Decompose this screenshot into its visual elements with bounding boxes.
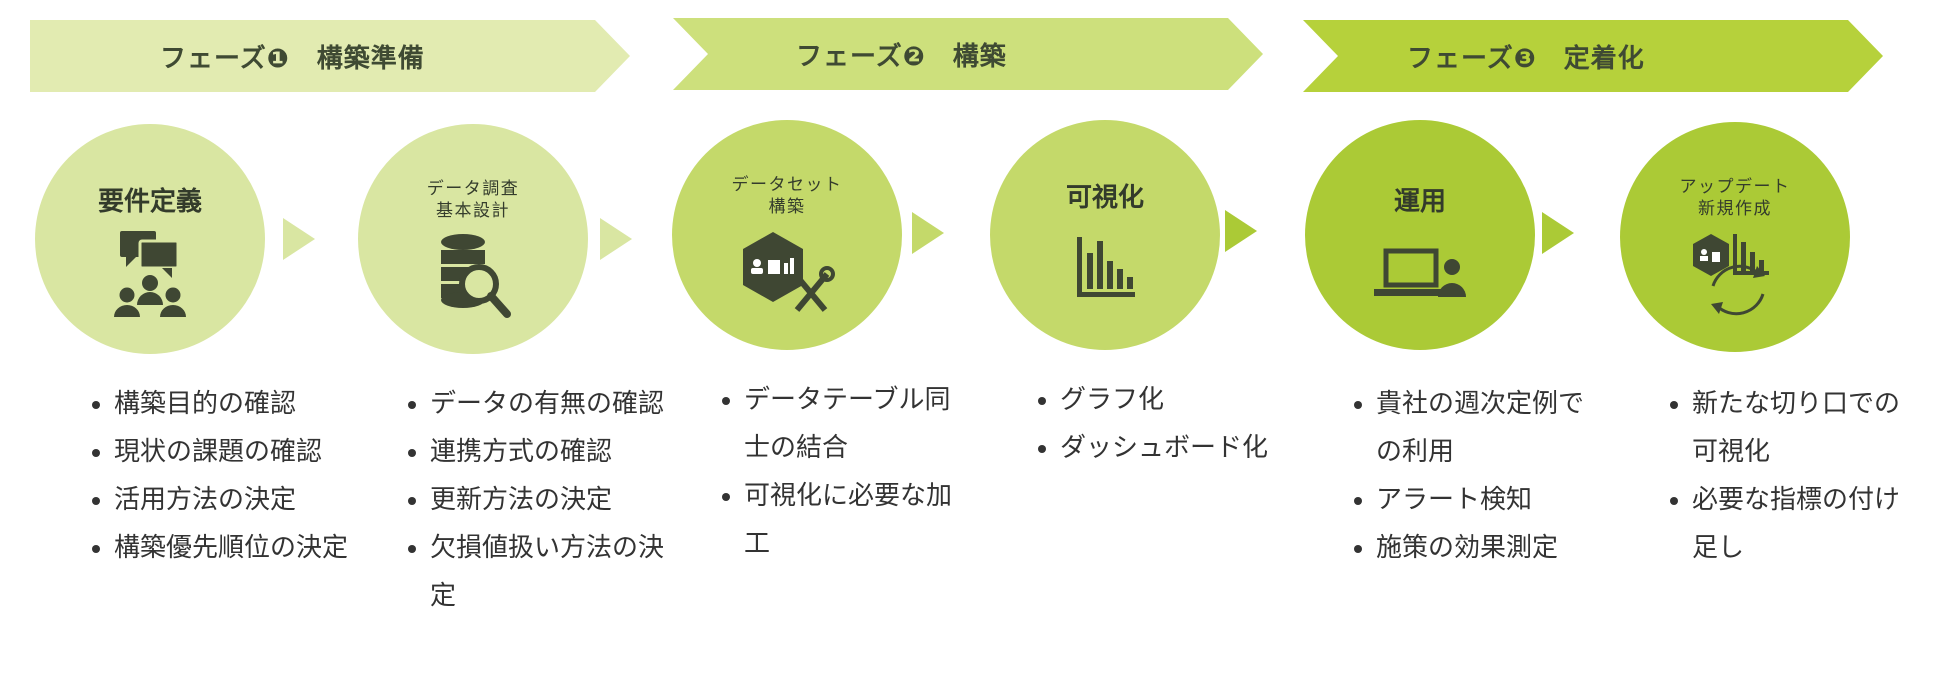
list-item: 施策の効果測定 (1376, 524, 1606, 572)
phase-label-3: フェーズ❸ 定着化 (1407, 43, 1645, 74)
list-item: データテーブル同士の結合 (744, 376, 974, 472)
laptop-user-icon (1372, 247, 1468, 303)
step-arrow-3 (912, 212, 944, 254)
phase-banner-1-shape (30, 20, 630, 92)
list-item: グラフ化 (1060, 376, 1290, 424)
hexagon-tools-icon (737, 230, 837, 316)
step-arrow-5 (1542, 212, 1574, 254)
bullet-list-requirements: 構築目的の確認 現状の課題の確認 活用方法の決定 構築優先順位の決定 (84, 380, 354, 572)
phase-banner-1: フェーズ❶ 構築準備 (30, 20, 630, 92)
step-title: データセット 構築 (731, 175, 843, 218)
step-title: 可視化 (1065, 183, 1144, 213)
list-item: 現状の課題の確認 (114, 428, 354, 476)
step-title: データ調査 基本設計 (426, 179, 520, 222)
bullet-list-dataset-build: データテーブル同士の結合 可視化に必要な加工 (714, 376, 974, 568)
list-item: 欠損値扱い方法の決定 (430, 524, 670, 620)
list-item: 可視化に必要な加工 (744, 472, 974, 568)
list-item: 構築優先順位の決定 (114, 524, 354, 572)
phase-banner-2-shape (673, 18, 1263, 90)
list-item: 必要な指標の付け足し (1692, 476, 1922, 572)
step-arrow-2 (600, 218, 632, 260)
step-circle-update: アップデート 新規作成 (1620, 122, 1850, 352)
step-title: 要件定義 (97, 187, 202, 217)
phase-label-1: フェーズ❶ 構築準備 (160, 43, 425, 74)
step-circle-requirements: 要件定義 (35, 124, 265, 354)
step-title: 運用 (1393, 187, 1446, 217)
database-search-icon (433, 232, 513, 324)
list-item: 連携方式の確認 (430, 428, 670, 476)
phase-label-2: フェーズ❷ 構築 (796, 41, 1007, 72)
list-item: 構築目的の確認 (114, 380, 354, 428)
phase-banner-3: フェーズ❸ 定着化 (1303, 20, 1883, 92)
list-item: ダッシュボード化 (1060, 424, 1290, 472)
list-item: 活用方法の決定 (114, 476, 354, 524)
bullet-list-update: 新たな切り口での可視化 必要な指標の付け足し (1662, 380, 1922, 572)
list-item: データの有無の確認 (430, 380, 670, 428)
phase-banner-3-shape (1303, 20, 1883, 92)
people-chat-icon (110, 230, 190, 323)
step-title: アップデート 新規作成 (1679, 177, 1791, 220)
step-circle-visualization: 可視化 (990, 120, 1220, 350)
step-arrow-4 (1225, 210, 1257, 252)
phase-banner-2: フェーズ❷ 構築 (673, 18, 1263, 90)
list-item: 貴社の週次定例での利用 (1376, 380, 1606, 476)
list-item: アラート検知 (1376, 476, 1606, 524)
step-circle-dataset-build: データセット 構築 (672, 120, 902, 350)
list-item: 新たな切り口での可視化 (1692, 380, 1922, 476)
step-circle-operation: 運用 (1305, 120, 1535, 350)
bullet-list-operation: 貴社の週次定例での利用 アラート検知 施策の効果測定 (1346, 380, 1606, 572)
step-arrow-1 (283, 218, 315, 260)
bullet-list-visualization: グラフ化 ダッシュボード化 (1030, 376, 1290, 472)
refresh-chart-icon (1685, 230, 1785, 320)
bar-chart-icon (1073, 236, 1137, 299)
list-item: 更新方法の決定 (430, 476, 670, 524)
step-circle-data-survey: データ調査 基本設計 (358, 124, 588, 354)
bullet-list-data-survey: データの有無の確認 連携方式の確認 更新方法の決定 欠損値扱い方法の決定 (400, 380, 670, 620)
